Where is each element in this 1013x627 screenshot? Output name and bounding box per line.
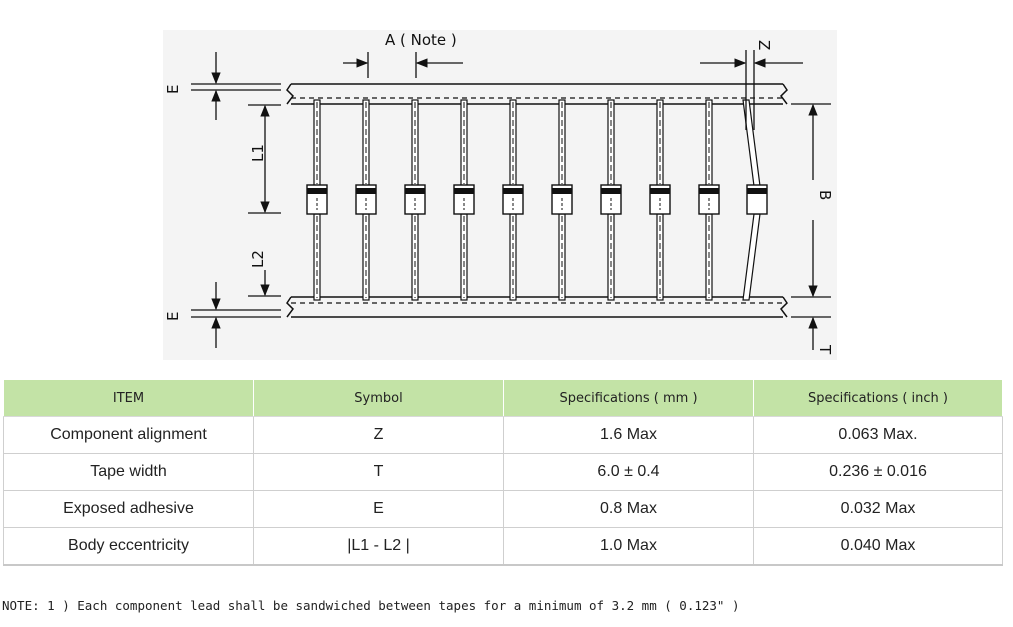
label-l2: L2 [249,250,267,268]
table-row: Component alignment Z 1.6 Max 0.063 Max. [3,416,1003,454]
cell-item: Component alignment [3,416,254,454]
spec-table: ITEM Symbol Specifications ( mm ) Specif… [3,379,1003,566]
header-symbol: Symbol [253,379,504,417]
cell-spec-inch: 0.063 Max. [753,416,1003,454]
dim-a [343,52,463,78]
header-item: ITEM [3,379,254,417]
top-tape [286,83,788,105]
table-row: Exposed adhesive E 0.8 Max 0.032 Max [3,490,1003,528]
cell-symbol: E [253,490,504,528]
cell-spec-mm: 1.0 Max [503,527,754,566]
tape-diagram: A ( Note ) Z E E [163,30,837,360]
taped-component [404,99,426,301]
table-header-row: ITEM Symbol Specifications ( mm ) Specif… [3,379,1003,417]
label-e-bottom: E [164,312,182,321]
label-l1: L1 [249,144,267,162]
dim-e-bottom [191,282,281,348]
label-b: B [816,190,834,200]
taped-component [551,99,573,301]
label-e-top: E [164,85,182,94]
table-row: Tape width T 6.0 ± 0.4 0.236 ± 0.016 [3,453,1003,491]
cell-spec-mm: 1.6 Max [503,416,754,454]
bottom-tape [286,296,788,318]
footnote: NOTE: 1 ) Each component lead shall be s… [2,598,740,613]
cell-item: Body eccentricity [3,527,254,566]
cell-spec-inch: 0.236 ± 0.016 [753,453,1003,491]
taped-component [306,99,328,301]
dim-e-top [191,52,281,120]
cell-spec-inch: 0.040 Max [753,527,1003,566]
cell-symbol: T [253,453,504,491]
taped-component [600,99,622,301]
cell-symbol: |L1 - L2 | [253,527,504,566]
dim-l1-l2 [248,104,281,297]
cell-spec-mm: 0.8 Max [503,490,754,528]
cell-spec-inch: 0.032 Max [753,490,1003,528]
header-spec-inch: Specifications ( inch ) [753,379,1003,417]
cell-item: Exposed adhesive [3,490,254,528]
taped-component [355,99,377,301]
taped-component [698,99,720,301]
taped-component [502,99,524,301]
taped-component-misaligned [742,99,768,301]
dim-b [791,103,831,298]
header-spec-mm: Specifications ( mm ) [503,379,754,417]
taped-component [453,99,475,301]
table-row: Body eccentricity |L1 - L2 | 1.0 Max 0.0… [3,527,1003,566]
dim-z [700,50,803,130]
cell-item: Tape width [3,453,254,491]
dim-t [791,316,831,350]
cell-symbol: Z [253,416,504,454]
component-group [306,99,768,301]
cell-spec-mm: 6.0 ± 0.4 [503,453,754,491]
label-a: A ( Note ) [385,31,457,49]
label-z: Z [755,40,773,50]
label-t: T [816,344,834,355]
taped-component [649,99,671,301]
